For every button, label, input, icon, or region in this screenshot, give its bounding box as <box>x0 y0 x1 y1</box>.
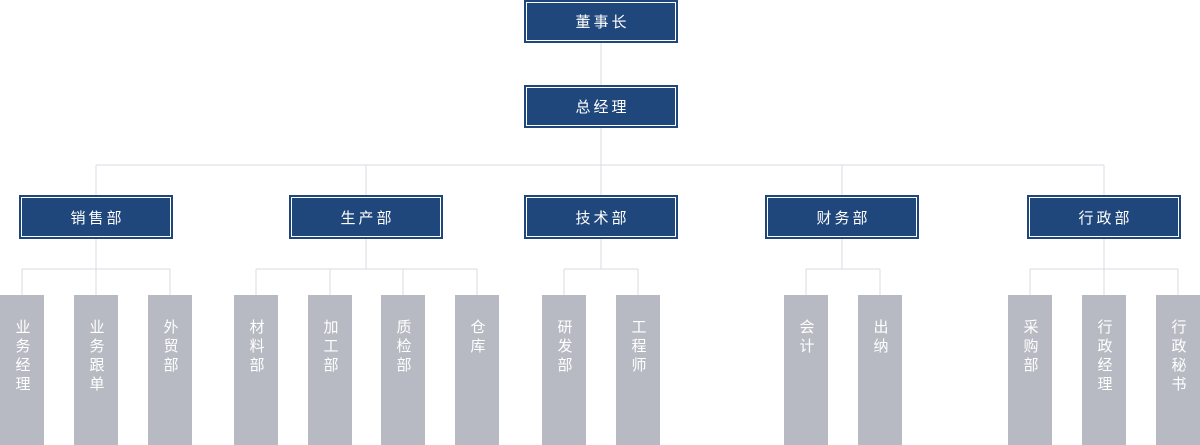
general-manager-box: 总经理 <box>524 85 678 128</box>
sub-unit-admin-manager: 行政经理 <box>1082 295 1126 445</box>
sub-unit-accounting: 会计 <box>784 295 828 445</box>
sub-unit-label: 会计 <box>797 319 816 357</box>
sub-unit-foreign-trade: 外贸部 <box>148 295 192 445</box>
department-administration: 行政部 <box>1027 195 1181 239</box>
department-label: 生产部 <box>340 208 395 227</box>
sub-unit-label: 外贸部 <box>161 319 180 376</box>
department-label: 销售部 <box>70 208 125 227</box>
sub-unit-label: 工程师 <box>629 319 648 376</box>
department-label: 行政部 <box>1078 208 1133 227</box>
sub-unit-label: 加工部 <box>321 319 340 376</box>
sub-unit-label: 研发部 <box>555 319 574 376</box>
general-manager-label: 总经理 <box>575 98 630 116</box>
sub-unit-label: 材料部 <box>247 319 266 376</box>
sub-unit-label: 采购部 <box>1021 319 1040 376</box>
sub-unit-label: 仓库 <box>468 319 487 357</box>
sub-unit-research-development: 研发部 <box>542 295 586 445</box>
sub-unit-label: 出纳 <box>871 319 890 357</box>
chairman-label: 董事长 <box>575 13 630 31</box>
sub-unit-processing: 加工部 <box>308 295 352 445</box>
department-production: 生产部 <box>289 195 443 239</box>
department-finance: 财务部 <box>765 195 919 239</box>
department-technology: 技术部 <box>524 195 678 239</box>
sub-unit-warehouse: 仓库 <box>455 295 499 445</box>
sub-unit-admin-secretary: 行政秘书 <box>1156 295 1200 445</box>
sub-unit-label: 质检部 <box>394 319 413 376</box>
department-sales: 销售部 <box>19 195 173 239</box>
department-label: 财务部 <box>816 208 871 227</box>
sub-unit-order-follow-up: 业务跟单 <box>74 295 118 445</box>
sub-unit-engineer: 工程师 <box>616 295 660 445</box>
sub-unit-label: 业务跟单 <box>87 319 106 395</box>
sub-unit-label: 行政秘书 <box>1169 319 1188 395</box>
sub-unit-label: 行政经理 <box>1095 319 1114 395</box>
sub-unit-purchasing: 采购部 <box>1008 295 1052 445</box>
department-label: 技术部 <box>575 208 630 227</box>
sub-unit-cashier: 出纳 <box>858 295 902 445</box>
chairman-box: 董事长 <box>524 0 678 43</box>
sub-unit-label: 业务经理 <box>13 319 32 395</box>
sub-unit-business-manager: 业务经理 <box>0 295 44 445</box>
sub-unit-quality-inspection: 质检部 <box>381 295 425 445</box>
sub-unit-materials: 材料部 <box>234 295 278 445</box>
